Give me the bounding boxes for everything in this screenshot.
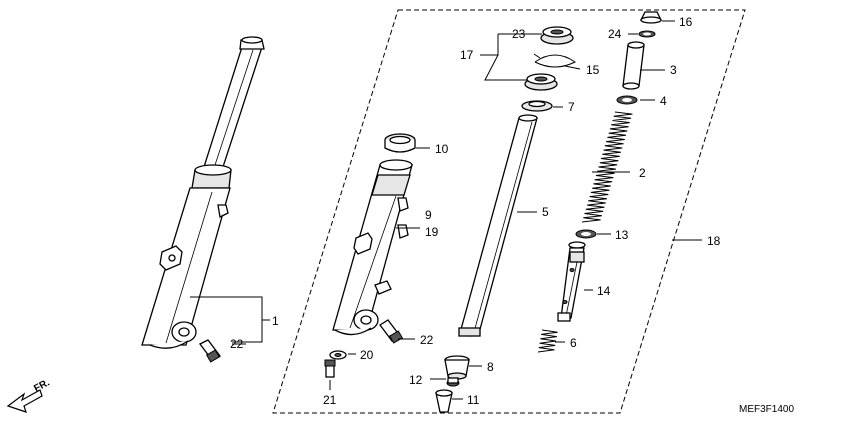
callout-1: 1: [272, 314, 279, 328]
callout-21: 21: [323, 393, 337, 407]
callout-8: 8: [487, 360, 494, 374]
seal-stack: [521, 26, 576, 112]
callout-18: 18: [707, 234, 721, 248]
callout-14: 14: [597, 284, 611, 298]
callout-24: 24: [608, 27, 622, 41]
front-arrow-icon: [6, 389, 43, 413]
callout-20: 20: [360, 348, 374, 362]
front-label: FR.: [32, 377, 52, 394]
callout-13: 13: [615, 228, 629, 242]
diagram-code: MEF3F1400: [739, 404, 794, 415]
callout-23: 23: [512, 27, 526, 41]
callout-12: 12: [409, 373, 423, 387]
callout-6: 6: [570, 336, 577, 350]
leader-lines: [232, 20, 702, 400]
callout-16: 16: [679, 15, 693, 29]
fork-assembly-complete: [141, 36, 265, 363]
callout-22-right: 22: [420, 333, 434, 347]
fork-pipe: [458, 114, 538, 337]
bottom-parts: [435, 355, 470, 413]
callout-19: 19: [425, 225, 439, 239]
callout-7: 7: [568, 100, 575, 114]
callout-10: 10: [435, 142, 449, 156]
callout-3: 3: [670, 63, 677, 77]
callout-4: 4: [660, 94, 667, 108]
callout-17: 17: [460, 48, 474, 62]
callout-15: 15: [586, 63, 600, 77]
callout-11: 11: [467, 393, 480, 407]
spring-top-parts: [616, 11, 663, 105]
assembly-boundary: [272, 9, 746, 414]
damper-parts: [537, 229, 597, 353]
callout-9: 9: [425, 208, 432, 222]
front-direction-indicator: FR.: [6, 377, 52, 413]
callout-22-left: 22: [230, 337, 244, 351]
fork-slider: [324, 133, 416, 378]
callout-labels: 1 2 3 4 5 6 7 8 9 10 11 12 13 14 15 16 1…: [230, 15, 721, 407]
callout-5: 5: [542, 205, 549, 219]
callout-2: 2: [639, 166, 646, 180]
fork-spring: [581, 111, 633, 223]
